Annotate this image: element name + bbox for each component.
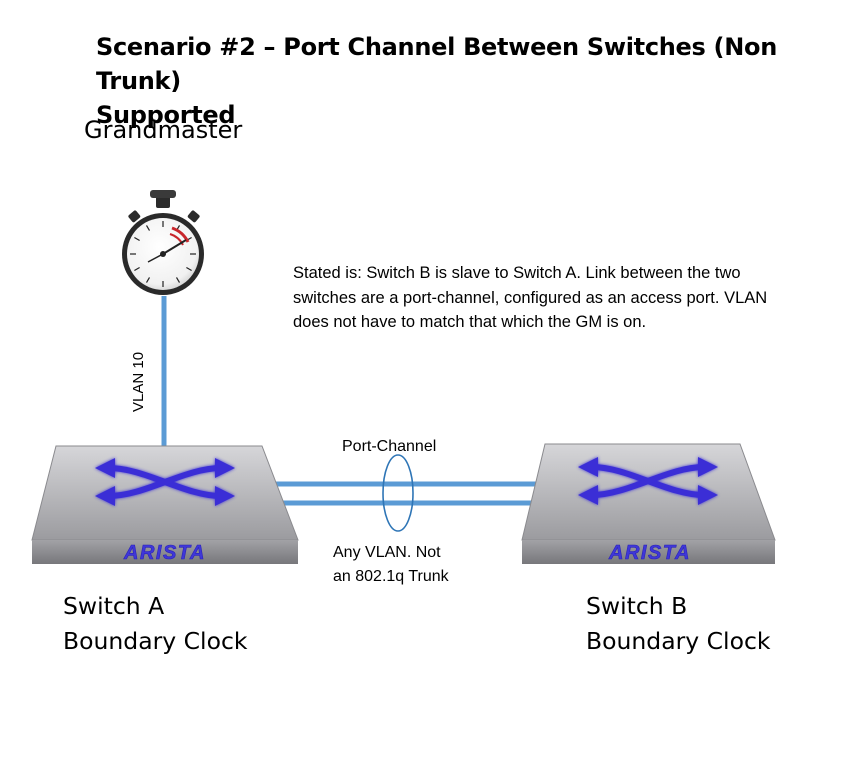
switch-a-role: Boundary Clock — [63, 627, 248, 655]
switch-a-icon — [31, 445, 299, 564]
switch-b-role: Boundary Clock — [586, 627, 771, 655]
port-channel-note-line-2: an 802.1q Trunk — [333, 568, 449, 585]
port-channel-note-line-1: Any VLAN. Not — [333, 544, 441, 561]
switch-b-icon — [521, 443, 776, 564]
description-line-2: switches are a port-channel, configured … — [293, 288, 768, 307]
grandmaster-label: Grandmaster — [84, 116, 243, 144]
port-channel-note: Any VLAN. Not an 802.1q Trunk — [333, 541, 449, 589]
stopwatch-icon — [122, 190, 204, 295]
switch-a-name: Switch A — [63, 592, 165, 620]
diagram-title: Scenario #2 – Port Channel Between Switc… — [96, 30, 836, 132]
title-line-2: Supported — [96, 101, 236, 129]
port-channel-label: Port-Channel — [342, 438, 437, 455]
description-line-1: Stated is: Switch B is slave to Switch A… — [293, 264, 741, 282]
description-line-3: does not have to match that which the GM… — [293, 313, 647, 331]
switch-b-name: Switch B — [586, 592, 688, 620]
port-channel-bundle-ellipse — [382, 454, 414, 532]
scenario-description: Stated is: Switch B is slave to Switch A… — [293, 261, 823, 335]
switch-b-label: Switch B Boundary Clock — [586, 589, 771, 659]
switch-b-brand: ARISTA — [608, 542, 691, 564]
vlan-10-label: VLAN 10 — [130, 351, 147, 413]
switch-a-label: Switch A Boundary Clock — [63, 589, 248, 659]
switch-a-brand: ARISTA — [123, 542, 206, 564]
title-line-1: Scenario #2 – Port Channel Between Switc… — [96, 33, 777, 95]
